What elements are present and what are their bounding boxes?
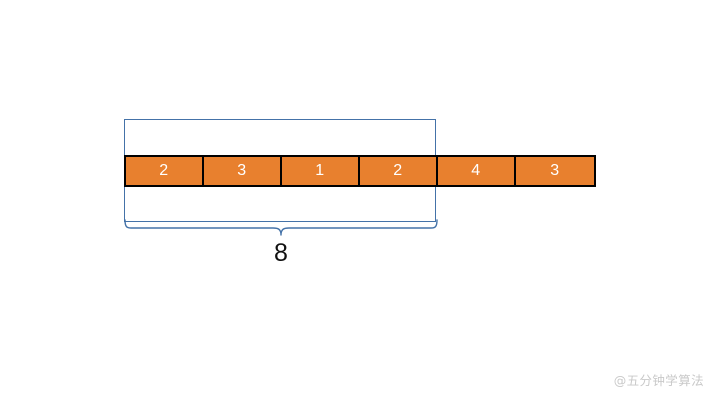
array-cell[interactable]: 2 bbox=[126, 157, 204, 185]
array-cell[interactable]: 3 bbox=[516, 157, 594, 185]
array-cell[interactable]: 1 bbox=[282, 157, 360, 185]
brace-icon bbox=[124, 219, 438, 236]
window-sum-label: 8 bbox=[274, 239, 288, 267]
array-cell[interactable]: 3 bbox=[204, 157, 282, 185]
array-cell[interactable]: 4 bbox=[438, 157, 516, 185]
array-cell[interactable]: 2 bbox=[360, 157, 438, 185]
watermark-text: @五分钟学算法 bbox=[613, 373, 704, 388]
